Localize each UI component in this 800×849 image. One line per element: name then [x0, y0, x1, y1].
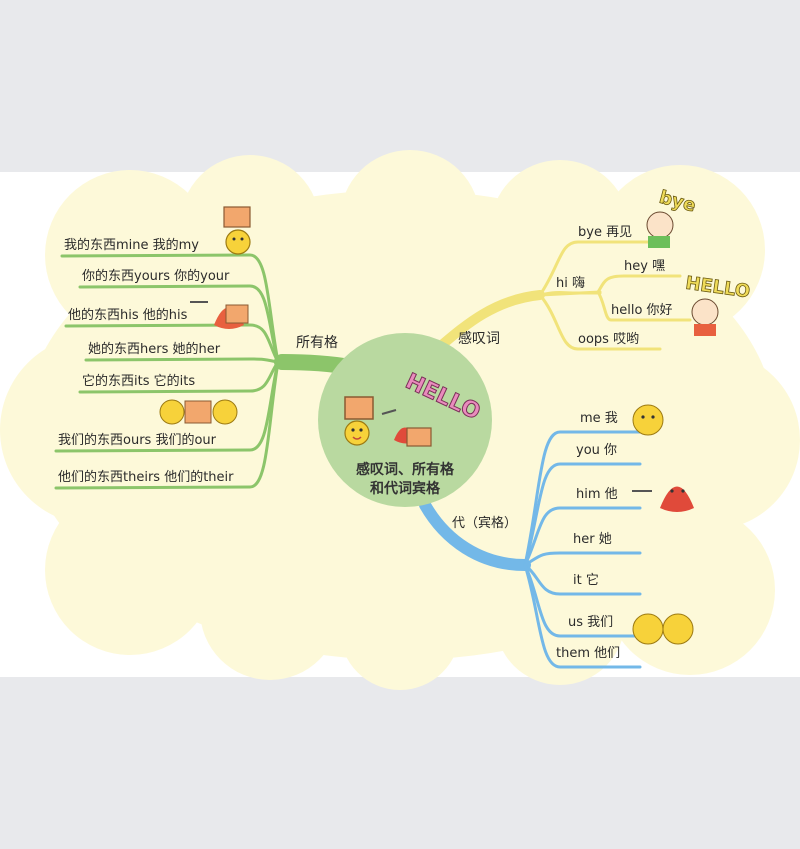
chicks-box-icon-ours	[159, 399, 238, 425]
possessive-leaf-line	[78, 360, 280, 394]
possessive-item: 他的东西his 他的his	[68, 307, 188, 323]
possessive-item: 我的东西mine 我的my	[64, 237, 199, 253]
possessive-leaf-line	[64, 323, 280, 364]
interjection-items: bye 再见 hi 嗨 hey 嘿 hello 你好 oops 哎哟	[556, 225, 673, 347]
interjection-item: bye 再见	[578, 225, 632, 240]
interjection-leaf-line	[538, 290, 602, 297]
hello-character-icon: HELLO	[684, 272, 752, 336]
object-pronoun-item: them 他们	[556, 646, 620, 661]
center-title-line1: 感叹词、所有格	[356, 461, 455, 478]
object-pronoun-leaf-line	[523, 506, 642, 567]
possessive-leaf-line	[54, 360, 280, 490]
interjection-item: hey 嘿	[624, 259, 665, 274]
chick-box-icon	[344, 396, 374, 446]
interjection-item: hi 嗨	[556, 276, 585, 291]
object-pronoun-items: me 我 you 你 him 他 her 她 it 它 us 我们 them 他们	[556, 411, 620, 661]
object-pronoun-leaf-lines	[523, 430, 642, 669]
bye-character-icon: bye	[646, 186, 698, 248]
possessive-items: 我的东西mine 我的my 你的东西yours 你的your 他的东西his 他的h…	[58, 237, 234, 485]
object-pronoun-item: me 我	[580, 411, 618, 426]
hello-sticker-right: HELLO	[684, 273, 751, 303]
interjection-item: hello 你好	[611, 303, 673, 318]
possessive-item: 它的东西its 它的its	[82, 373, 195, 389]
center-node: HELLO 感叹词、所有格 和代词宾格	[318, 333, 492, 507]
interjection-item: oops 哎哟	[578, 332, 639, 347]
object-pronoun-item: him 他	[576, 487, 618, 502]
chick-box-icon-top	[223, 206, 251, 255]
chicks-icon-us	[632, 613, 694, 645]
possessive-leaf-line	[78, 284, 280, 364]
red-blob-icon	[381, 409, 432, 447]
interjection-leaf-line	[596, 290, 692, 322]
possessive-leaf-lines	[54, 253, 280, 490]
object-pronoun-leaf-line	[523, 563, 642, 669]
red-blob-icon-him	[632, 486, 694, 512]
branch-label-object-pronoun: 代（宾格）	[452, 515, 517, 531]
possessive-item: 你的东西yours 你的your	[82, 268, 230, 284]
object-pronoun-item: you 你	[576, 443, 617, 458]
object-pronoun-leaf-line	[523, 462, 642, 567]
possessive-item: 他们的东西theirs 他们的their	[58, 469, 234, 485]
center-title-line2: 和代词宾格	[370, 480, 441, 497]
branch-label-possessive: 所有格	[296, 335, 338, 351]
connector-object-pronoun	[419, 499, 531, 571]
interjection-leaf-line	[538, 293, 662, 351]
object-pronoun-item: her 她	[573, 532, 612, 547]
interjection-leaf-line	[596, 274, 682, 294]
object-pronoun-leaf-line	[523, 551, 642, 567]
object-pronoun-item: us 我们	[568, 615, 613, 630]
possessive-item: 她的东西hers 她的her	[88, 341, 221, 357]
chick-icon-me	[632, 404, 664, 436]
possessive-leaf-line	[84, 357, 280, 364]
object-pronoun-item: it 它	[573, 572, 599, 588]
branch-label-interjection: 感叹词	[458, 330, 500, 347]
interjection-leaf-lines	[538, 240, 692, 351]
interjection-leaf-line	[538, 240, 652, 297]
red-blob-icon-his	[190, 301, 249, 329]
object-pronoun-leaf-line	[523, 563, 642, 596]
possessive-item: 我们的东西ours 我们的our	[58, 432, 217, 448]
